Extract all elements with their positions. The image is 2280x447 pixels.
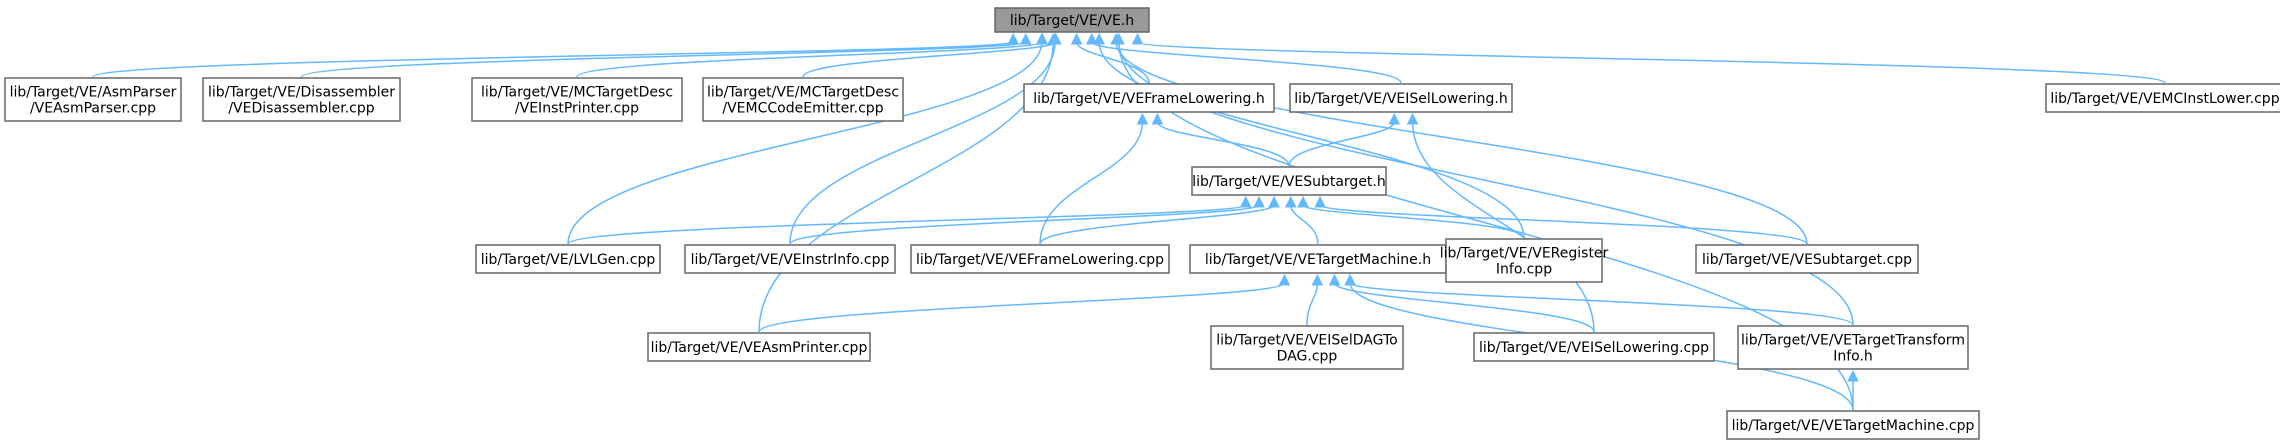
- node-box[interactable]: [1289, 83, 1513, 113]
- node-mc-code-emitter[interactable]: lib/Target/VE/MCTargetDesc/VEMCCodeEmitt…: [702, 77, 904, 122]
- node-asm-printer[interactable]: lib/Target/VE/VEAsmPrinter.cpp: [647, 332, 871, 362]
- edge-ve_h-to-instr_info: [789, 32, 1061, 245]
- node-box[interactable]: [647, 332, 871, 362]
- node-label-line: lib/Target/VE/VEInstrInfo.cpp: [691, 252, 890, 268]
- node-box[interactable]: [1695, 244, 1919, 274]
- edge-ve_h-to-register_info: [1093, 32, 1525, 239]
- edge-target_transform_info-to-target_machine_cpp: [1847, 369, 1859, 410]
- edge-ve_h-to-frame_lowering_h: [1070, 32, 1150, 84]
- edge-subtarget_h-to-subtarget_cpp: [1314, 195, 1808, 245]
- node-box[interactable]: [1191, 166, 1387, 196]
- node-label-line: lib/Target/VE/VEFrameLowering.h: [1033, 91, 1265, 107]
- edge-frame_lowering_h-to-subtarget_h: [1151, 112, 1290, 167]
- node-label-line: lib/Target/VE/VETargetTransform: [1741, 333, 1965, 349]
- node-label-line: lib/Target/VE/VEISelLowering.h: [1294, 91, 1507, 107]
- node-box[interactable]: [702, 77, 904, 122]
- node-label-line: lib/Target/VE/VE.h: [1010, 13, 1134, 29]
- node-subtarget-cpp[interactable]: lib/Target/VE/VESubtarget.cpp: [1695, 244, 1919, 274]
- edge-ve_h-to-mcinst_lower: [1131, 32, 2166, 84]
- node-instr-info[interactable]: lib/Target/VE/VEInstrInfo.cpp: [684, 244, 896, 274]
- nodes-layer: lib/Target/VE/VE.h lib/Target/VE/AsmParse…: [4, 7, 2280, 440]
- node-box[interactable]: [1445, 238, 1603, 283]
- node-label-line: lib/Target/VE/Disassembler: [208, 85, 395, 101]
- node-box[interactable]: [475, 244, 661, 274]
- node-label-line: lib/Target/VE/VERegister: [1440, 246, 1609, 262]
- node-ve-h[interactable]: lib/Target/VE/VE.h: [994, 7, 1150, 33]
- node-label-line: lib/Target/VE/MCTargetDesc: [707, 85, 899, 101]
- edge-target_machine_h-to-asm_printer: [758, 273, 1291, 333]
- node-box[interactable]: [202, 77, 401, 122]
- edge-isel_lowering_h-to-subtarget_h: [1288, 112, 1401, 167]
- node-target-machine-cpp[interactable]: lib/Target/VE/VETargetMachine.cpp: [1726, 410, 1980, 440]
- node-inst-printer[interactable]: lib/Target/VE/MCTargetDesc/VEInstPrinter…: [471, 77, 683, 122]
- node-target-machine-h[interactable]: lib/Target/VE/VETargetMachine.h: [1189, 244, 1447, 274]
- edge-ve_h-to-asm_parser: [92, 32, 1020, 78]
- node-asm-parser[interactable]: lib/Target/VE/AsmParser/VEAsmParser.cpp: [4, 77, 182, 122]
- node-label-line: /VEDisassembler.cpp: [228, 101, 374, 117]
- edge-ve_h-to-isel_lowering_h: [1085, 32, 1402, 84]
- node-box[interactable]: [4, 77, 182, 122]
- node-subtarget-h[interactable]: lib/Target/VE/VESubtarget.h: [1191, 166, 1387, 196]
- node-label-line: lib/Target/VE/VETargetMachine.h: [1205, 252, 1431, 268]
- node-box[interactable]: [1726, 410, 1980, 440]
- node-isel-lowering-cpp[interactable]: lib/Target/VE/VEISelLowering.cpp: [1473, 332, 1715, 362]
- node-box[interactable]: [1023, 83, 1275, 113]
- edge-subtarget_h-to-target_machine_h: [1284, 195, 1319, 245]
- node-disassembler[interactable]: lib/Target/VE/Disassembler/VEDisassemble…: [202, 77, 401, 122]
- node-frame-lowering-cpp[interactable]: lib/Target/VE/VEFrameLowering.cpp: [910, 244, 1170, 274]
- node-box[interactable]: [2045, 83, 2280, 113]
- node-box[interactable]: [1189, 244, 1447, 274]
- node-box[interactable]: [471, 77, 683, 122]
- edge-subtarget_h-to-frame_lowering_cpp: [1039, 195, 1280, 245]
- node-label-line: Info.h: [1833, 349, 1873, 365]
- node-box[interactable]: [1210, 325, 1404, 370]
- node-label-line: DAG.cpp: [1277, 349, 1338, 365]
- node-label-line: lib/Target/VE/LVLGen.cpp: [481, 252, 656, 268]
- node-label-line: lib/Target/VE/MCTargetDesc: [481, 85, 673, 101]
- node-box[interactable]: [1737, 325, 1969, 370]
- node-lvlgen[interactable]: lib/Target/VE/LVLGen.cpp: [475, 244, 661, 274]
- node-label-line: lib/Target/VE/VEISelLowering.cpp: [1479, 340, 1709, 356]
- edges-layer: [92, 32, 2166, 411]
- edge-subtarget_h-to-register_info: [1297, 195, 1525, 239]
- edge-target_machine_h-to-isel_lowering_cpp: [1328, 273, 1595, 333]
- node-box[interactable]: [684, 244, 896, 274]
- node-box[interactable]: [1473, 332, 1715, 362]
- node-label-line: lib/Target/VE/VESubtarget.cpp: [1702, 252, 1912, 268]
- node-box[interactable]: [910, 244, 1170, 274]
- node-mcinst-lower[interactable]: lib/Target/VE/VEMCInstLower.cpp: [2045, 83, 2280, 113]
- edge-target_machine_h-to-isel_dag_to_dag: [1306, 273, 1324, 326]
- node-frame-lowering-h[interactable]: lib/Target/VE/VEFrameLowering.h: [1023, 83, 1275, 113]
- node-label-line: lib/Target/VE/VEAsmPrinter.cpp: [651, 340, 868, 356]
- node-label-line: Info.cpp: [1496, 262, 1552, 278]
- edge-ve_h-to-disassembler: [300, 32, 1032, 78]
- edge-isel_lowering_h-to-isel_lowering_cpp: [1406, 112, 1595, 333]
- node-box[interactable]: [994, 7, 1150, 33]
- node-isel-lowering-h[interactable]: lib/Target/VE/VEISelLowering.h: [1289, 83, 1513, 113]
- edge-subtarget_h-to-instr_info: [789, 195, 1265, 245]
- node-label-line: lib/Target/VE/VETargetMachine.cpp: [1732, 418, 1975, 434]
- node-label-line: lib/Target/VE/VESubtarget.h: [1192, 174, 1386, 190]
- node-label-line: /VEMCCodeEmitter.cpp: [722, 101, 883, 117]
- node-label-line: /VEAsmParser.cpp: [30, 101, 156, 117]
- edge-frame_lowering_h-to-frame_lowering_cpp: [1039, 112, 1149, 245]
- node-label-line: lib/Target/VE/VEISelDAGTo: [1216, 333, 1397, 349]
- edge-subtarget_h-to-lvlgen: [567, 195, 1252, 245]
- node-label-line: lib/Target/VE/VEFrameLowering.cpp: [916, 252, 1164, 268]
- edge-ve_h-to-lvlgen: [567, 32, 1048, 245]
- node-label-line: /VEInstPrinter.cpp: [515, 101, 639, 117]
- node-label-line: lib/Target/VE/VEMCInstLower.cpp: [2050, 91, 2279, 107]
- node-label-line: lib/Target/VE/AsmParser: [10, 85, 177, 101]
